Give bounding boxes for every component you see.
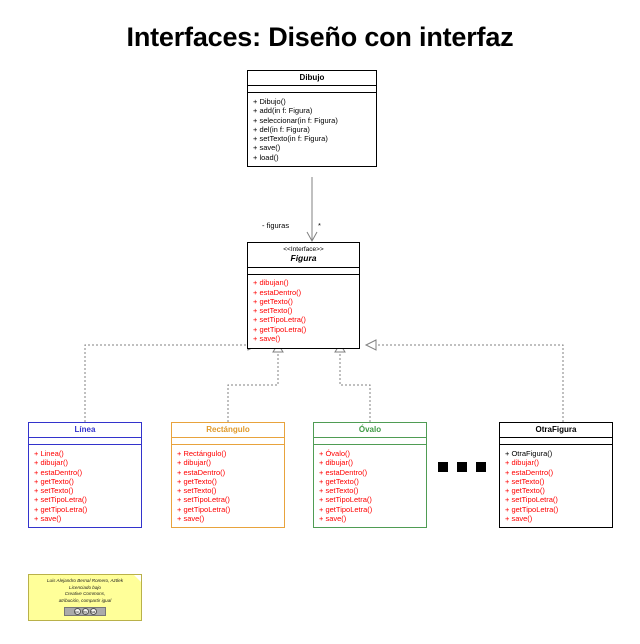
operation-item: + estaDentro() [177, 467, 226, 477]
operation-item: + Dibujo() [253, 97, 286, 107]
class-box-dibujo[interactable]: Dibujo + Dibujo() + add(in f: Figura) + … [247, 70, 377, 168]
class-name-otrafigura: OtraFigura [500, 423, 612, 439]
attributes-compartment-dibujo [248, 86, 376, 94]
attributes-compartment-linea [29, 438, 141, 446]
ellipsis-square-icon [476, 462, 486, 472]
operation-item: + setTexto() [253, 306, 293, 316]
operations-compartment-rectangulo: + Rectángulo() + dibujar() + estaDentro(… [172, 445, 284, 527]
operation-item: + getTexto() [177, 476, 217, 486]
operations-compartment-figura: + dibujan() + estaDentro() + getTexto() … [248, 275, 359, 348]
operation-item: + Linea() [34, 449, 64, 459]
operation-item: + getTexto() [34, 476, 74, 486]
operation-item: + save() [253, 143, 281, 153]
creative-commons-badge: cc by sa [64, 606, 106, 616]
interface-box-figura[interactable]: <<Interface>> Figura + dibujan() + estaD… [247, 242, 360, 349]
operation-item: + setTexto(in f: Figura) [253, 134, 328, 144]
operation-item: + save() [253, 333, 281, 343]
attributes-compartment-figura [248, 268, 359, 275]
operation-item: + save() [505, 513, 533, 523]
license-line-4: atribución, compartir igual [58, 597, 112, 603]
interface-name-figura: Figura [290, 253, 317, 264]
operation-item: + setTipoLetra() [177, 495, 230, 505]
operation-item: + getTexto() [253, 296, 293, 306]
ellipsis-square-icon [457, 462, 467, 472]
stereotype-label: <<Interface>> [283, 246, 324, 253]
ellipsis-square-icon [438, 462, 448, 472]
operation-item: + seleccionar(in f: Figura) [253, 115, 338, 125]
operation-item: + getTipoLetra() [177, 504, 231, 514]
operation-item: + getTipoLetra() [34, 504, 88, 514]
attributes-compartment-rectangulo [172, 438, 284, 446]
license-line-2: Licenciado bajo [69, 584, 101, 590]
operation-item: + setTexto() [177, 486, 217, 496]
operation-item: + getTipoLetra() [253, 324, 307, 334]
attributes-compartment-otrafigura [500, 438, 612, 446]
more-classes-ellipsis [438, 462, 486, 472]
class-box-rectangulo[interactable]: Rectángulo + Rectángulo() + dibujar() + … [171, 422, 285, 529]
operation-item: + estaDentro() [34, 467, 83, 477]
operation-item: + getTexto() [319, 476, 359, 486]
operations-compartment-ovalo: + Óvalo() + dibujar() + estaDentro() + g… [314, 445, 426, 527]
operation-item: + dibujar() [505, 458, 539, 468]
operation-item: + load() [253, 152, 279, 162]
license-author-line: Luis Alejandro Bernal Romero, Aztlek [46, 578, 123, 583]
operation-item: + save() [34, 513, 62, 523]
class-box-otrafigura[interactable]: OtraFigura + OtraFigura() + dibujar() + … [499, 422, 613, 529]
operation-item: + setTexto() [34, 486, 74, 496]
operation-item: + save() [177, 513, 205, 523]
note-fold-icon [134, 575, 141, 582]
license-line-3: Creative Commons, [64, 591, 106, 597]
operation-item: + dibujar() [34, 458, 68, 468]
attributes-compartment-ovalo [314, 438, 426, 446]
class-name-dibujo: Dibujo [248, 71, 376, 87]
operation-item: + setTipoLetra() [505, 495, 558, 505]
cc-sa-icon: sa [89, 607, 97, 615]
operation-item: + estaDentro() [505, 467, 554, 477]
operation-item: + estaDentro() [253, 287, 302, 297]
operation-item: + dibujar() [319, 458, 353, 468]
operation-item: + getTexto() [505, 486, 545, 496]
cc-by-icon: by [81, 607, 89, 615]
class-box-ovalo[interactable]: Óvalo + Óvalo() + dibujar() + estaDentro… [313, 422, 427, 529]
operation-item: + setTexto() [505, 476, 545, 486]
operation-item: + dibujan() [253, 278, 289, 288]
operation-item: + dibujar() [177, 458, 211, 468]
operations-compartment-otrafigura: + OtraFigura() + dibujar() + estaDentro(… [500, 445, 612, 527]
operation-item: + add(in f: Figura) [253, 106, 313, 116]
interface-header-figura: <<Interface>> Figura [248, 243, 359, 268]
association-multiplicity-label: * [318, 221, 321, 230]
operations-compartment-dibujo: + Dibujo() + add(in f: Figura) + selecci… [248, 93, 376, 166]
class-box-linea[interactable]: Línea + Linea() + dibujar() + estaDentro… [28, 422, 142, 529]
operation-item: + getTipoLetra() [505, 504, 559, 514]
class-name-rectangulo: Rectángulo [172, 423, 284, 439]
operation-item: + setTipoLetra() [319, 495, 372, 505]
operation-item: + setTexto() [319, 486, 359, 496]
operation-item: + OtraFigura() [505, 449, 553, 459]
operation-item: + del(in f: Figura) [253, 124, 310, 134]
association-role-label: - figuras [262, 221, 290, 230]
cc-icon: cc [73, 607, 81, 615]
class-name-ovalo: Óvalo [314, 423, 426, 439]
operation-item: + Rectángulo() [177, 449, 227, 459]
class-name-linea: Línea [29, 423, 141, 439]
operation-item: + estaDentro() [319, 467, 368, 477]
operation-item: + getTipoLetra() [319, 504, 373, 514]
operation-item: + setTipoLetra() [34, 495, 87, 505]
operation-item: + save() [319, 513, 347, 523]
page-title: Interfaces: Diseño con interfaz [126, 22, 514, 52]
license-note: Luis Alejandro Bernal Romero, Aztlek Lic… [28, 574, 142, 621]
operation-item: + Óvalo() [319, 449, 351, 459]
operations-compartment-linea: + Linea() + dibujar() + estaDentro() + g… [29, 445, 141, 527]
operation-item: + setTipoLetra() [253, 315, 306, 325]
